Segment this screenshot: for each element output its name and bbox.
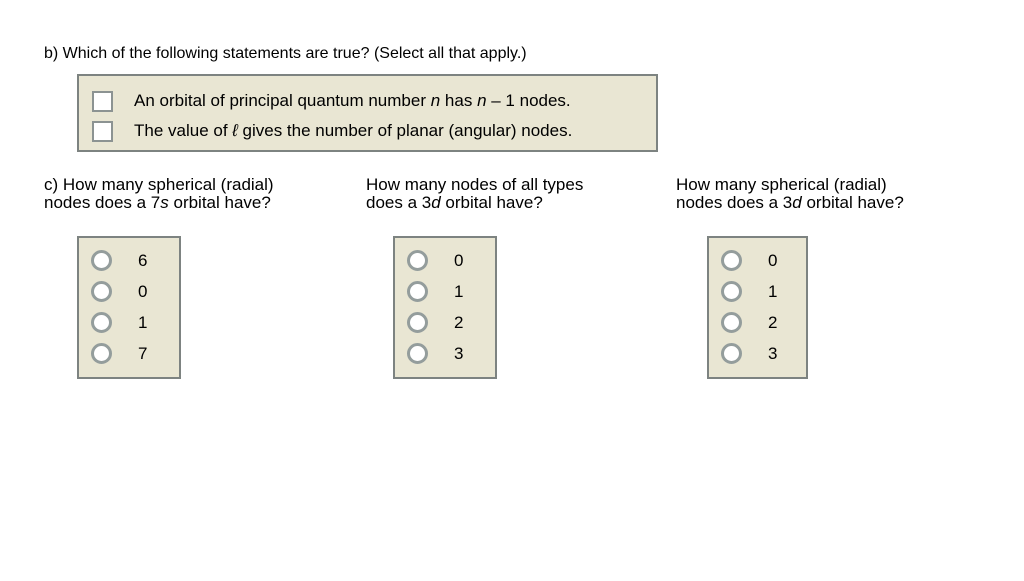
radio-q3-option-3-label[interactable]: 2 bbox=[768, 312, 778, 332]
radio-q2-option-3-label[interactable]: 2 bbox=[454, 312, 464, 332]
question-2-answer-panel: 0 1 2 3 bbox=[393, 236, 497, 379]
checkbox-option-row[interactable]: An orbital of principal quantum number n… bbox=[92, 86, 656, 116]
radio-option-row[interactable]: 6 bbox=[91, 250, 179, 271]
part-b-question-title: b) Which of the following statements are… bbox=[44, 45, 527, 62]
radio-q2-option-4-label[interactable]: 3 bbox=[454, 343, 464, 363]
radio-option-row[interactable]: 1 bbox=[407, 281, 495, 302]
statement-2-label[interactable]: The value of ℓ gives the number of plana… bbox=[134, 121, 573, 140]
statement-1-label[interactable]: An orbital of principal quantum number n… bbox=[134, 91, 571, 110]
part-c-question-2-text: How many nodes of all types does a 3d or… bbox=[366, 176, 583, 211]
part-c-question-3-text: How many spherical (radial) nodes does a… bbox=[676, 176, 904, 211]
checkbox-option-row[interactable]: The value of ℓ gives the number of plana… bbox=[92, 116, 656, 146]
radio-option-row[interactable]: 1 bbox=[91, 312, 179, 333]
radio-q3-option-2[interactable] bbox=[721, 281, 742, 302]
radio-option-row[interactable]: 2 bbox=[407, 312, 495, 333]
radio-q1-option-3[interactable] bbox=[91, 312, 112, 333]
radio-option-row[interactable]: 3 bbox=[407, 343, 495, 364]
radio-q1-option-4[interactable] bbox=[91, 343, 112, 364]
radio-q2-option-1-label[interactable]: 0 bbox=[454, 250, 464, 270]
question-1-answer-panel: 6 0 1 7 bbox=[77, 236, 181, 379]
radio-q3-option-1[interactable] bbox=[721, 250, 742, 271]
question-line: nodes does a 7s orbital have? bbox=[44, 192, 271, 212]
question-line: How many nodes of all types bbox=[366, 175, 584, 194]
radio-q3-option-3[interactable] bbox=[721, 312, 742, 333]
radio-q1-option-3-label[interactable]: 1 bbox=[138, 312, 148, 332]
radio-option-row[interactable]: 1 bbox=[721, 281, 806, 302]
checkbox-statement-2[interactable] bbox=[92, 120, 113, 142]
radio-option-row[interactable]: 0 bbox=[721, 250, 806, 271]
radio-option-row[interactable]: 0 bbox=[407, 250, 495, 271]
question-line: nodes does a 3d orbital have? bbox=[676, 192, 904, 212]
radio-q1-option-2[interactable] bbox=[91, 281, 112, 302]
radio-option-row[interactable]: 2 bbox=[721, 312, 806, 333]
radio-q2-option-2[interactable] bbox=[407, 281, 428, 302]
radio-q3-option-2-label[interactable]: 1 bbox=[768, 281, 778, 301]
part-b-answer-panel: An orbital of principal quantum number n… bbox=[77, 74, 658, 152]
part-c-question-1-text: c) How many spherical (radial) nodes doe… bbox=[44, 176, 274, 211]
radio-q1-option-2-label[interactable]: 0 bbox=[138, 281, 148, 301]
radio-q2-option-4[interactable] bbox=[407, 343, 428, 364]
radio-q2-option-3[interactable] bbox=[407, 312, 428, 333]
radio-q2-option-2-label[interactable]: 1 bbox=[454, 281, 464, 301]
radio-q3-option-4-label[interactable]: 3 bbox=[768, 343, 778, 363]
checkbox-statement-1[interactable] bbox=[92, 90, 113, 112]
radio-option-row[interactable]: 7 bbox=[91, 343, 179, 364]
radio-q1-option-1[interactable] bbox=[91, 250, 112, 271]
question-line: How many spherical (radial) bbox=[676, 175, 887, 194]
radio-option-row[interactable]: 0 bbox=[91, 281, 179, 302]
question-line: does a 3d orbital have? bbox=[366, 192, 543, 212]
radio-q1-option-4-label[interactable]: 7 bbox=[138, 343, 148, 363]
radio-q3-option-4[interactable] bbox=[721, 343, 742, 364]
radio-option-row[interactable]: 3 bbox=[721, 343, 806, 364]
radio-q2-option-1[interactable] bbox=[407, 250, 428, 271]
radio-q3-option-1-label[interactable]: 0 bbox=[768, 250, 778, 270]
radio-q1-option-1-label[interactable]: 6 bbox=[138, 250, 148, 270]
question-3-answer-panel: 0 1 2 3 bbox=[707, 236, 808, 379]
question-line: c) How many spherical (radial) bbox=[44, 175, 274, 194]
